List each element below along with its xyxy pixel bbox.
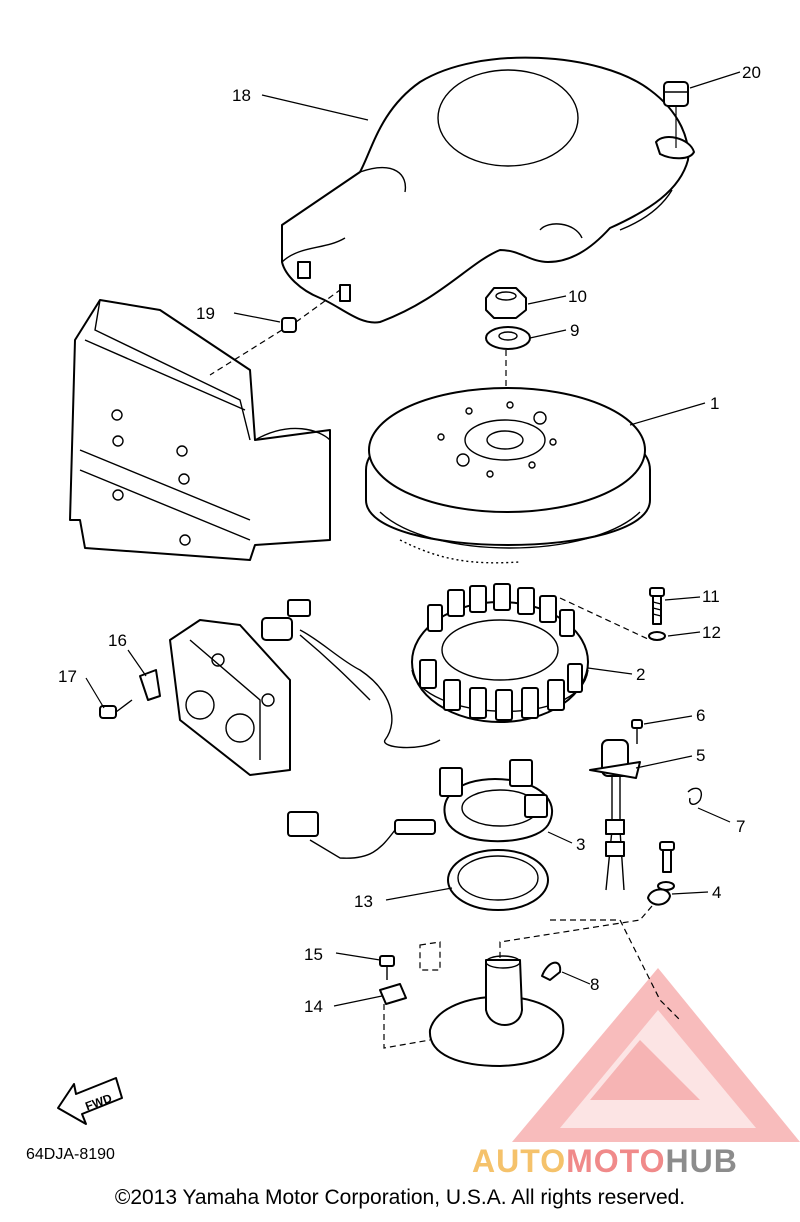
washer-12 [648,631,666,641]
copyright-notice: ©2013 Yamaha Motor Corporation, U.S.A. A… [114,1186,686,1209]
watermark-logo [512,968,800,1142]
pulser-coil [287,759,554,859]
clip-16 [139,669,161,701]
clamp-4 [499,841,675,960]
watermark-moto: MOTO [566,1143,665,1179]
part-number-5: 5 [696,746,705,765]
clamp-14 [379,983,431,1049]
bolt-15 [379,955,395,980]
screw-6 [631,719,643,744]
flywheel-cover [281,56,695,324]
part-number-16: 16 [108,631,127,650]
stator-base [419,919,681,1067]
stator-coil [411,583,651,723]
clip-7 [687,787,702,805]
watermark-auto: AUTO [472,1143,566,1179]
part-number-labels: 18 20 10 9 19 1 11 12 2 16 17 6 5 7 3 4 … [26,63,761,1163]
diagram-code: 64DJA-8190 [26,1146,115,1163]
part-number-4: 4 [712,883,721,902]
pulser-ring [447,849,549,911]
engine-block [69,299,331,561]
fwd-arrow-icon: FWD [57,1077,123,1125]
part-number-6: 6 [696,706,705,725]
plate-8 [541,961,562,981]
screw-19 [209,289,341,376]
part-number-14: 14 [304,997,323,1016]
watermark-text: AUTOMOTOHUB [472,1143,738,1179]
part-number-13: 13 [354,892,373,911]
part-number-2: 2 [636,665,645,684]
bolt-11 [649,587,665,625]
watermark-hub: HUB [665,1143,737,1179]
stator-harness [261,599,441,749]
flywheel-nut [485,287,527,319]
part-number-18: 18 [232,86,251,105]
part-number-15: 15 [304,945,323,964]
flywheel [365,387,651,564]
part-number-20: 20 [742,63,761,82]
part-number-12: 12 [702,623,721,642]
part-number-10: 10 [568,287,587,306]
part-number-11: 11 [702,587,720,606]
part-number-8: 8 [590,975,599,994]
bolt-17 [99,699,133,719]
carburetor-bracket [169,619,291,776]
grommet [663,81,689,148]
part-number-17: 17 [58,667,77,686]
part-number-3: 3 [576,835,585,854]
svg-text:AUTOMOTOHUB: AUTOMOTOHUB [472,1143,738,1179]
part-number-7: 7 [736,817,745,836]
part-number-19: 19 [196,304,215,323]
thermo-sensor [589,739,641,891]
part-number-9: 9 [570,321,579,340]
part-number-1: 1 [710,394,719,413]
leader-lines [85,71,741,1007]
